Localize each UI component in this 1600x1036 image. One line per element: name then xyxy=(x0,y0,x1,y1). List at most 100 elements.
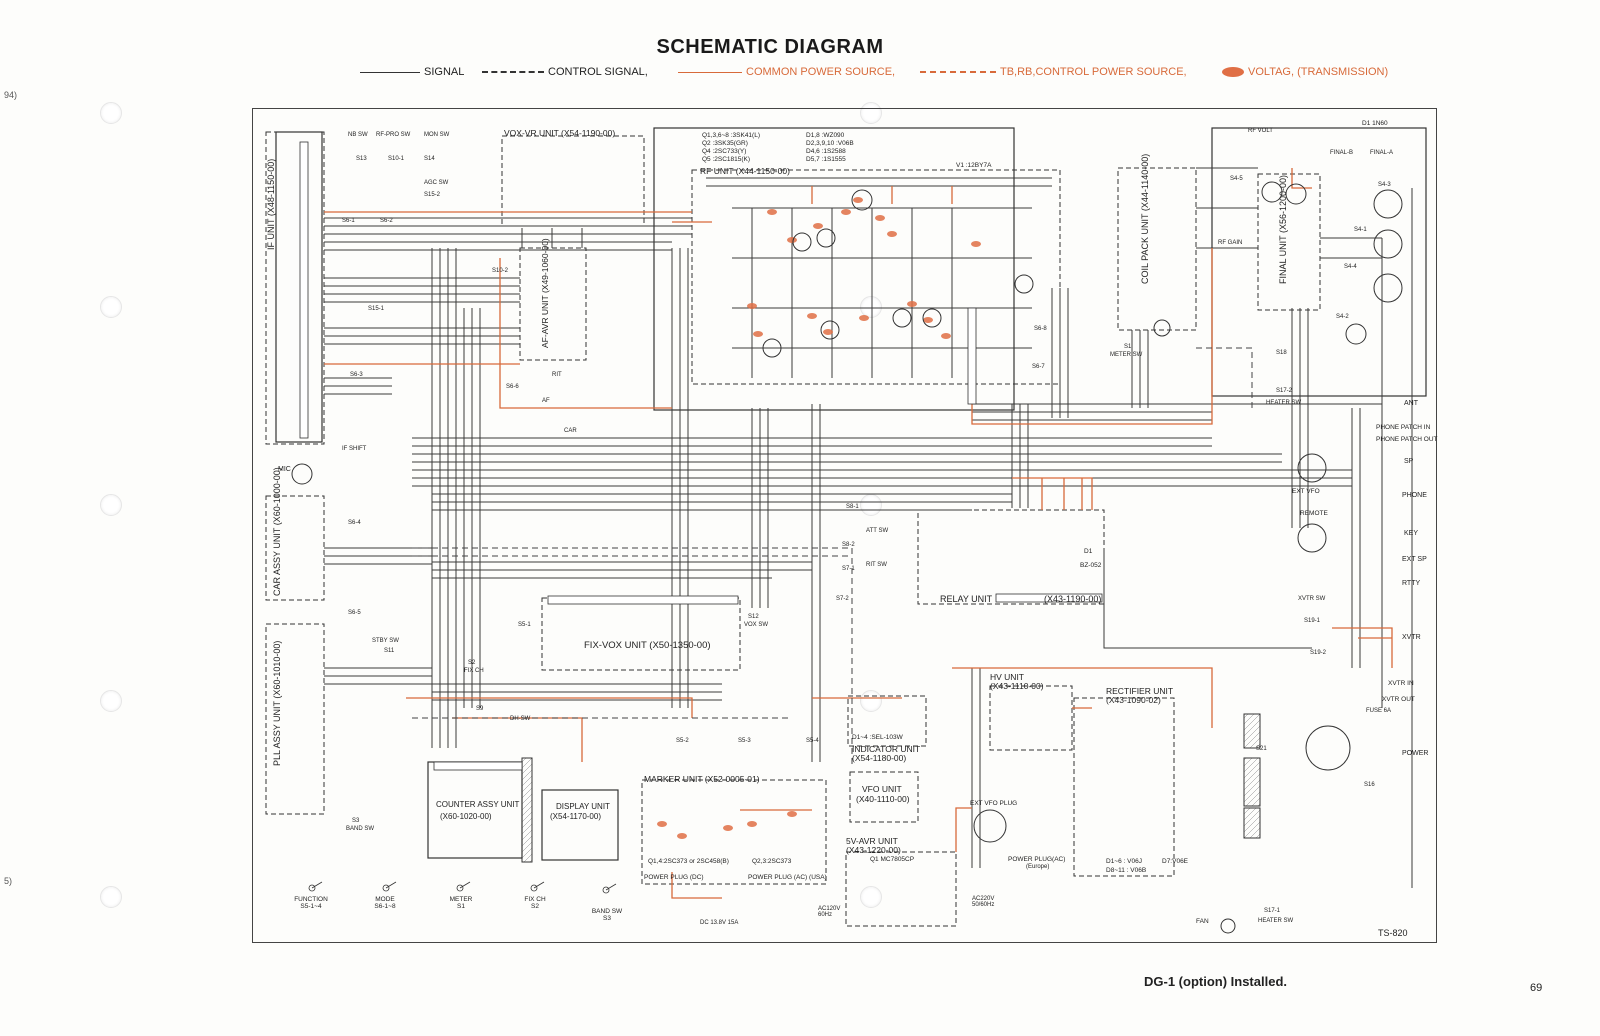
s5-2-label: S5-2 xyxy=(676,738,689,744)
indicator-part-label: (X54-1180-00) xyxy=(852,753,907,763)
marker-semi-q1: Q1,4:2SC373 or 2SC458(B) xyxy=(648,858,729,865)
legend-control-signal: CONTROL SIGNAL, xyxy=(482,66,648,78)
rect-semi-d7: D7:V06E xyxy=(1162,858,1189,865)
rectifier-part-label: (X43-1090-02) xyxy=(1106,695,1161,705)
rf-volt-label: RF VOLT xyxy=(1248,128,1273,134)
legend-control-label: CONTROL SIGNAL, xyxy=(548,66,648,78)
s10-1-label: S10-1 xyxy=(388,156,405,162)
s4-4-label: S4-4 xyxy=(1344,264,1357,270)
att-sw-label: ATT SW xyxy=(866,528,889,534)
car-assy-label: CAR ASSY UNIT (X60-1000-00) xyxy=(272,467,282,596)
binder-hole xyxy=(100,494,122,516)
rf-semis-left: Q1,3,6~8 :3SK41(L) Q2 :3SK35(GR) Q4 :2SC… xyxy=(702,132,760,164)
s10-2-label: S10-2 xyxy=(492,268,509,274)
diode-1n60-label: D1 1N60 xyxy=(1362,120,1388,127)
phone-label: PHONE xyxy=(1402,492,1427,499)
band-sw-label: BAND SW xyxy=(346,826,375,832)
model-label: TS-820 xyxy=(1378,928,1408,938)
rf-unit-label: RF UNIT (X44-1150-00) xyxy=(700,166,790,176)
switch-legend-sw: S1 xyxy=(457,903,465,910)
s17-2-label: S17-2 xyxy=(1276,388,1293,394)
xvtr-in-label: XVTR IN xyxy=(1388,680,1414,687)
hv-part-label: (X43-1110-00) xyxy=(990,681,1044,691)
dashed-line-icon xyxy=(482,71,544,73)
ac220-label: AC220V 50/60Hz xyxy=(972,896,995,908)
pll-assy-label: PLL ASSY UNIT (X60-1010-00) xyxy=(272,640,282,766)
s4-5-label: S4-5 xyxy=(1230,176,1243,182)
binder-hole xyxy=(860,886,882,908)
ext-sp-label: EXT SP xyxy=(1402,556,1427,563)
rf-unit-box xyxy=(691,169,1061,385)
semi-v1: V1 :12BY7A xyxy=(956,162,992,169)
switch-legend-symbols xyxy=(308,881,617,894)
s17-1-label: S17-1 xyxy=(1264,908,1281,914)
fix-ch-label: FIX CH xyxy=(464,668,484,674)
rtty-label: RTTY xyxy=(1402,580,1421,587)
rf-gain-label: RF GAIN xyxy=(1218,240,1243,246)
switch-legend: FUNCTION S5-1~4 MODE S6-1~8 METER S1 FIX… xyxy=(276,878,646,924)
s19-2-label: S19-2 xyxy=(1310,650,1327,656)
legend-signal-label: SIGNAL xyxy=(424,66,465,78)
s5-1-label: S5-1 xyxy=(518,622,531,628)
heater-sw-1-label: HEATER SW xyxy=(1258,918,1294,924)
legend-control-power-label: TB,RB,CONTROL POWER SOURCE, xyxy=(1000,66,1187,78)
counter-part-label: (X60-1020-00) xyxy=(440,812,492,821)
pll-assy-box xyxy=(265,623,325,815)
semi-d4: D4,6 :1S2588 xyxy=(806,148,846,155)
s2-label: S2 xyxy=(468,660,476,666)
s21-label: S21 xyxy=(1256,746,1267,752)
page-number: 69 xyxy=(1530,982,1543,994)
solid-line-icon xyxy=(360,71,420,73)
s4-3-label: S4-3 xyxy=(1378,182,1391,188)
s4-1-label: S4-1 xyxy=(1354,227,1367,233)
counter-unit-label: COUNTER ASSY UNIT xyxy=(436,800,520,809)
key-label: KEY xyxy=(1404,530,1419,537)
relay-semi-bz: BZ-052 xyxy=(1080,562,1102,569)
s1-label: S1 xyxy=(1124,344,1132,350)
vox-vr-label: VOX-VR UNIT (X54-1190-00) xyxy=(504,128,616,138)
orange-dot-icon xyxy=(1222,67,1244,77)
margin-note-top: 94) xyxy=(4,90,18,100)
legend-signal: SIGNAL xyxy=(360,66,464,78)
rect-semi-d1: D1~6 : V06J xyxy=(1106,858,1142,865)
mon-sw-label: MON SW xyxy=(424,132,450,138)
car-assy-box xyxy=(265,495,325,601)
switch-legend-name: MODE xyxy=(375,896,395,903)
binder-hole xyxy=(100,690,122,712)
s4-2-label: S4-2 xyxy=(1336,314,1349,320)
s8-1-label: S8-1 xyxy=(846,504,859,510)
rectifier-box xyxy=(1073,697,1175,877)
xvtr-label: XVTR xyxy=(1402,634,1421,641)
dh-sw-label: DH-SW xyxy=(510,716,531,722)
s15-2-label: S15-2 xyxy=(424,192,441,198)
phone-patch-in-label: PHONE PATCH IN xyxy=(1376,424,1431,431)
s7-1-label: S7-1 xyxy=(842,566,855,572)
s15-1-label: S15-1 xyxy=(368,306,385,312)
switch-legend-name: FUNCTION xyxy=(294,896,328,903)
s6-1-label: S6-1 xyxy=(342,218,355,224)
ac120-label: AC120V 60Hz xyxy=(818,906,841,918)
rfpro-sw-label: RF-PRO SW xyxy=(376,132,411,138)
orange-dashed-line-icon xyxy=(920,71,996,73)
power-label: POWER xyxy=(1402,750,1429,757)
binder-hole xyxy=(100,102,122,124)
s6-3-label: S6-3 xyxy=(350,372,363,378)
indicator-semi: D1~4 :SEL-103W xyxy=(852,734,903,741)
power-plug-ac-label: POWER PLUG(AC) xyxy=(1008,856,1066,863)
vox-vr-box xyxy=(501,135,645,227)
remote-label: REMOTE xyxy=(1300,510,1328,517)
s7-2-label: S7-2 xyxy=(836,596,849,602)
schematic-frame xyxy=(252,108,1437,943)
af-avr-box xyxy=(519,247,587,361)
s16-label: S16 xyxy=(1364,782,1375,788)
s6-2-label: S6-2 xyxy=(380,218,393,224)
s18-label: S18 xyxy=(1276,350,1287,356)
xvtr-sw-label: XVTR SW xyxy=(1298,596,1326,602)
final-unit-label: FINAL UNIT (X56-1200-00) xyxy=(1278,174,1288,284)
fuse-label: FUSE 6A xyxy=(1366,708,1392,714)
fix-vox-label: FIX-VOX UNIT (X50-1350-00) xyxy=(584,640,711,651)
switch-legend-name: FIX CH xyxy=(524,896,546,903)
s12-label: S12 xyxy=(748,614,759,620)
mic-label: MIC xyxy=(278,466,291,473)
s11-label: S11 xyxy=(384,648,395,654)
